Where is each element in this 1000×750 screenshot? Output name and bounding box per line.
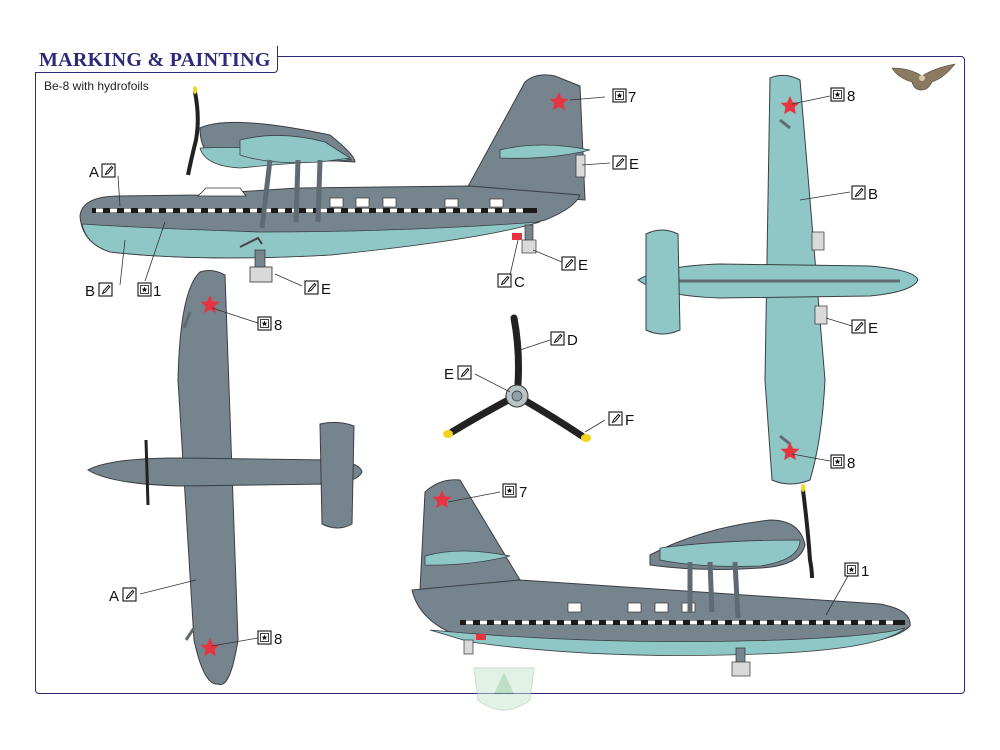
top-view-leaders [139,307,259,647]
brush-icon [612,155,627,170]
brush-icon [561,256,576,271]
side-upper-leaders [117,96,611,287]
propeller-detail [443,314,591,442]
callout-bottom-view-b: B [868,186,878,203]
brush-icon [851,319,866,334]
callout-bottom-view-8-lower: 8 [847,455,855,472]
decal-icon [830,87,845,102]
title-tab: MARKING & PAINTING [35,46,278,73]
page-subtitle: Be-8 with hydrofoils [44,79,149,93]
callout-prop-d: D [567,332,578,349]
callout-bottom-view-8-upper: 8 [847,88,855,105]
brush-icon [550,331,565,346]
decal-icon [257,630,272,645]
callout-side-top-1: 1 [153,283,161,300]
callout-bottom-view-e: E [868,320,878,337]
decal-icon [257,316,272,331]
side-lower-leaders [447,491,849,616]
callout-top-view-a: A [109,588,119,605]
brush-icon [851,185,866,200]
callout-side-top-7: 7 [628,89,636,106]
callout-top-view-8-lower: 8 [274,631,282,648]
brush-icon [122,587,137,602]
brush-icon [457,365,472,380]
callout-side-top-c: C [514,274,525,291]
brush-icon [101,163,116,178]
callout-top-view-8-upper: 8 [274,317,282,334]
propeller-leaders [474,339,606,433]
callout-side-bottom-1: 1 [861,563,869,580]
brush-icon [304,280,319,295]
manufacturer-emblem [473,667,535,711]
brush-icon [98,282,113,297]
callout-side-top-b: B [85,283,95,300]
top-view [87,270,363,686]
decal-icon [844,562,859,577]
callout-prop-e: E [444,366,454,383]
callout-side-bottom-7: 7 [519,484,527,501]
callout-prop-f: F [625,412,634,429]
callout-side-top-a: A [89,164,99,181]
decal-icon [137,282,152,297]
callout-side-top-e-tail: E [629,156,639,173]
page-title: MARKING & PAINTING [39,49,271,71]
decal-icon [612,88,627,103]
bottom-view-leaders [791,95,853,462]
decal-icon [830,454,845,469]
callout-side-top-e-float: E [321,281,331,298]
owl-logo [891,63,956,91]
side-view-lower [411,479,911,677]
bottom-view [637,74,919,485]
brush-icon [608,411,623,426]
brush-icon [497,273,512,288]
side-view-upper [79,74,591,283]
callout-side-top-e-strut: E [578,257,588,274]
decal-icon [502,483,517,498]
side-upper-stripe [92,208,537,213]
